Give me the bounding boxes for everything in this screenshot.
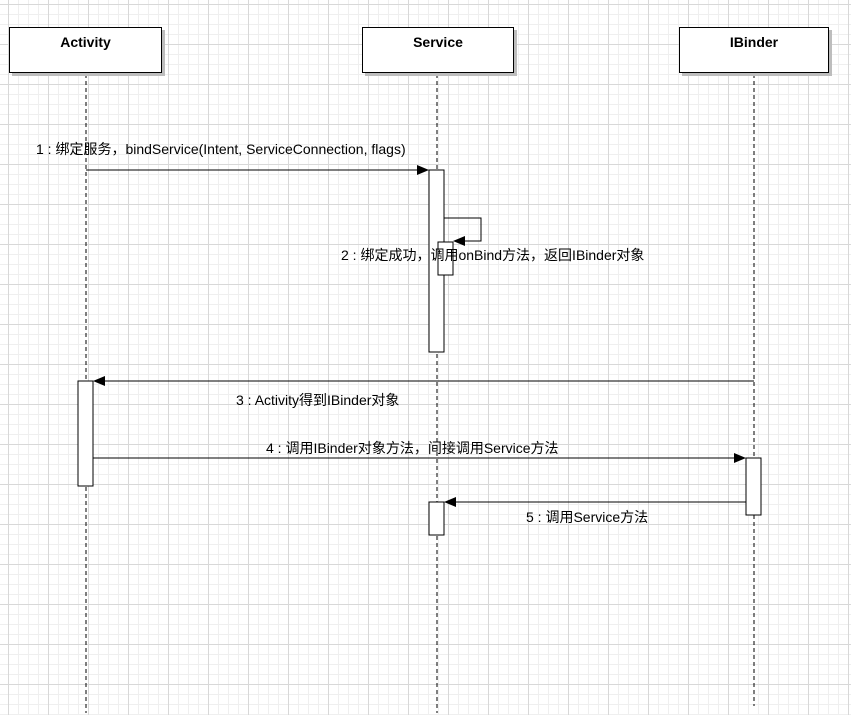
- message-2-number: 2: [341, 247, 349, 263]
- message-1-number: 1: [36, 141, 44, 157]
- message-2-arrow[interactable]: [444, 217, 482, 246]
- lifeline-activity[interactable]: Activity: [9, 27, 162, 73]
- activation-activity-1[interactable]: [77, 380, 94, 487]
- message-5-number: 5: [526, 509, 534, 525]
- lifeline-activity-label: Activity: [60, 34, 111, 50]
- message-4-text: 调用IBinder对象方法，间接调用Service方法: [285, 440, 559, 456]
- message-2-label: 2 : 绑定成功，调用onBind方法，返回IBinder对象: [341, 247, 645, 263]
- message-3-label: 3 : Activity得到IBinder对象: [236, 392, 400, 408]
- activation-service-2[interactable]: [437, 241, 454, 276]
- message-1-text: 绑定服务，bindService(Intent, ServiceConnecti…: [55, 141, 406, 157]
- activation-ibinder-1[interactable]: [745, 457, 762, 516]
- activation-service-3[interactable]: [428, 501, 445, 536]
- message-4-number: 4: [266, 440, 274, 456]
- message-1-label: 1 : 绑定服务，bindService(Intent, ServiceConn…: [36, 141, 406, 157]
- message-4-label: 4 : 调用IBinder对象方法，间接调用Service方法: [266, 440, 559, 456]
- lifeline-ibinder-label: IBinder: [729, 34, 779, 50]
- message-2-text: 绑定成功，调用onBind方法，返回IBinder对象: [360, 247, 645, 263]
- message-5-text: 调用Service方法: [545, 509, 649, 525]
- lifeline-service[interactable]: Service: [362, 27, 514, 73]
- message-3-number: 3: [236, 392, 244, 408]
- lifeline-service-label: Service: [413, 34, 463, 50]
- lifeline-ibinder[interactable]: IBinder: [679, 27, 829, 73]
- message-3-text: Activity得到IBinder对象: [254, 392, 400, 408]
- message-5-label: 5 : 调用Service方法: [526, 509, 649, 525]
